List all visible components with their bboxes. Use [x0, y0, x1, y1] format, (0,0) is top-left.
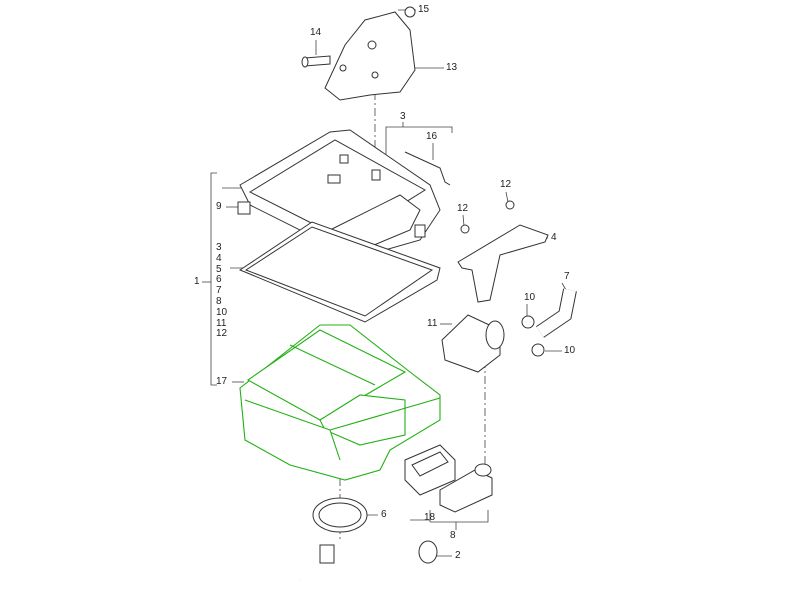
callout-15: 15	[418, 4, 430, 15]
callout-1: 1	[194, 276, 200, 287]
callout-16: 16	[426, 131, 438, 142]
intake-valve	[441, 314, 505, 373]
sensor-wire	[404, 151, 451, 186]
assembly-1-contents: 3 4 5 6 7 8 10 11 12	[216, 242, 228, 340]
screw-icon	[505, 200, 515, 210]
callout-7: 7	[564, 271, 570, 282]
callout-8: 8	[450, 530, 456, 541]
leader-lines	[202, 9, 567, 557]
filter-assembly	[404, 444, 493, 513]
callout-2: 2	[455, 550, 461, 561]
gasket	[238, 221, 441, 323]
callout-10b: 10	[564, 345, 576, 356]
callout-11: 11	[427, 318, 438, 329]
content-item: 3	[216, 242, 222, 253]
breather-hose	[297, 540, 438, 583]
callout-14: 14	[310, 27, 322, 38]
callout-13: 13	[446, 62, 458, 73]
content-item: 11	[216, 317, 227, 329]
content-item: 4	[216, 252, 222, 264]
hose-clamp	[521, 315, 535, 329]
seal-ring	[312, 497, 368, 533]
content-item: 6	[216, 274, 222, 286]
callout-18: 18	[424, 512, 436, 523]
callout-17: 17	[216, 376, 228, 387]
screw-icon	[460, 224, 470, 234]
callout-4: 4	[551, 232, 557, 243]
content-item: 8	[216, 295, 222, 307]
callout-6: 6	[381, 509, 387, 520]
callout-9: 9	[216, 201, 222, 212]
content-item: 7	[216, 285, 222, 297]
callout-10a: 10	[524, 292, 536, 303]
content-item: 12	[216, 328, 228, 340]
air-cleaner-housing	[239, 324, 441, 481]
callout-3: 3	[400, 111, 406, 122]
mounting-bracket	[301, 6, 416, 101]
support-bracket	[457, 224, 549, 303]
hose-clamp	[531, 343, 545, 357]
callout-12b: 12	[457, 203, 469, 214]
content-item: 10	[216, 306, 228, 318]
content-item: 5	[216, 263, 222, 275]
callout-12a: 12	[500, 179, 512, 190]
